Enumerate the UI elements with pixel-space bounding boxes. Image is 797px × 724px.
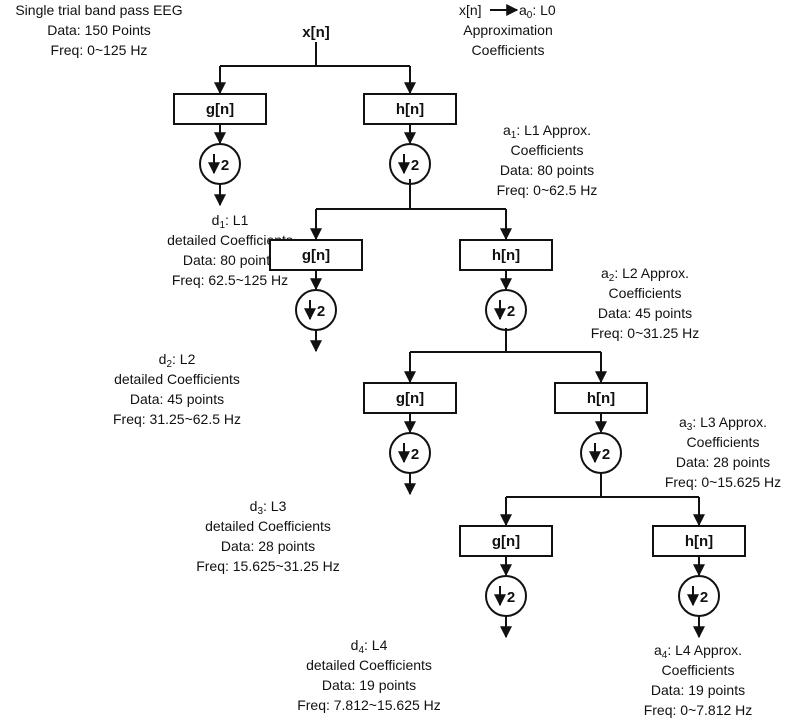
level2-approx-line-3: Freq: 0~31.25 Hz bbox=[591, 325, 700, 341]
level1-g-filter-box bbox=[173, 93, 267, 125]
input-signal-label: x[n] bbox=[302, 24, 330, 41]
level4-h-filter-label: h[n] bbox=[685, 533, 713, 550]
level4-detail-line-2: Data: 19 points bbox=[322, 677, 416, 693]
level1-g-filter-label: g[n] bbox=[206, 101, 234, 118]
l0-input-label: x[n] bbox=[459, 2, 482, 18]
level3-detail-line-1: detailed Coefficients bbox=[205, 518, 331, 534]
level2-detail-line-1: detailed Coefficients bbox=[114, 371, 240, 387]
level3-approx-line-1: Coefficients bbox=[687, 434, 760, 450]
level3-h-downsample-factor: 2 bbox=[602, 446, 610, 463]
level1-detail-line-3: Freq: 62.5~125 Hz bbox=[172, 272, 288, 288]
level3-g-filter-label: g[n] bbox=[396, 390, 424, 407]
level2-h-filter-label: h[n] bbox=[492, 247, 520, 264]
level1-detail-line-1: detailed Coefficients bbox=[167, 232, 293, 248]
level3-h-filter-label: h[n] bbox=[587, 390, 615, 407]
level1-detail-line-2: Data: 80 points bbox=[183, 252, 277, 268]
level2-h-downsample-factor: 2 bbox=[507, 303, 515, 320]
level4-detail-line-1: detailed Coefficients bbox=[306, 657, 432, 673]
level2-detail-line-2: Data: 45 points bbox=[130, 391, 224, 407]
level1-approx-line-3: Freq: 0~62.5 Hz bbox=[497, 182, 598, 198]
level3-detail-line-3: Freq: 15.625~31.25 Hz bbox=[196, 558, 340, 574]
l0-desc-line-1: Approximation bbox=[463, 22, 553, 38]
level1-g-downsample-factor: 2 bbox=[221, 157, 229, 174]
level1-approx-line-1: Coefficients bbox=[511, 142, 584, 158]
level3-approx-title: a3: L3 Approx. bbox=[679, 414, 767, 433]
level2-g-downsample-factor: 2 bbox=[317, 303, 325, 320]
level2-approx-title: a2: L2 Approx. bbox=[601, 265, 689, 284]
level1-approx-title: a1: L1 Approx. bbox=[503, 122, 591, 141]
signal-desc-line-3: Freq: 0~125 Hz bbox=[51, 42, 148, 58]
level2-approx-line-1: Coefficients bbox=[609, 285, 682, 301]
level1-h-filter-box bbox=[363, 93, 457, 125]
level4-detail-title: d4: L4 bbox=[351, 637, 388, 656]
level2-approx-line-2: Data: 45 points bbox=[598, 305, 692, 321]
level4-approx-line-1: Coefficients bbox=[662, 662, 735, 678]
level4-approx-title: a4: L4 Approx. bbox=[654, 642, 742, 661]
level3-g-downsample-factor: 2 bbox=[411, 446, 419, 463]
level4-g-downsample-factor: 2 bbox=[507, 589, 515, 606]
level3-detail-line-2: Data: 28 points bbox=[221, 538, 315, 554]
signal-desc-line-2: Data: 150 Points bbox=[47, 22, 151, 38]
level1-detail-title: d1: L1 bbox=[212, 212, 249, 231]
level4-approx-line-3: Freq: 0~7.812 Hz bbox=[644, 702, 753, 718]
level2-detail-line-3: Freq: 31.25~62.5 Hz bbox=[113, 411, 241, 427]
level1-h-filter-label: h[n] bbox=[396, 101, 424, 118]
l0-label: a0: L0 bbox=[519, 2, 556, 21]
level2-detail-title: d2: L2 bbox=[159, 351, 196, 370]
level3-approx-line-2: Data: 28 points bbox=[676, 454, 770, 470]
l0-desc-line-2: Coefficients bbox=[472, 42, 545, 58]
level3-g-filter-box bbox=[363, 382, 457, 414]
level3-detail-title: d3: L3 bbox=[250, 498, 287, 517]
level2-g-filter-label: g[n] bbox=[302, 247, 330, 264]
level4-approx-line-2: Data: 19 points bbox=[651, 682, 745, 698]
level4-g-filter-label: g[n] bbox=[492, 533, 520, 550]
level1-h-downsample-factor: 2 bbox=[411, 157, 419, 174]
level4-h-downsample-factor: 2 bbox=[700, 589, 708, 606]
level3-h-filter-box bbox=[554, 382, 648, 414]
level4-g-filter-box bbox=[459, 525, 553, 557]
level4-detail-line-3: Freq: 7.812~15.625 Hz bbox=[297, 697, 441, 713]
level3-approx-line-3: Freq: 0~15.625 Hz bbox=[665, 474, 781, 490]
signal-desc-line-1: Single trial band pass EEG bbox=[15, 2, 182, 18]
level1-approx-line-2: Data: 80 points bbox=[500, 162, 594, 178]
